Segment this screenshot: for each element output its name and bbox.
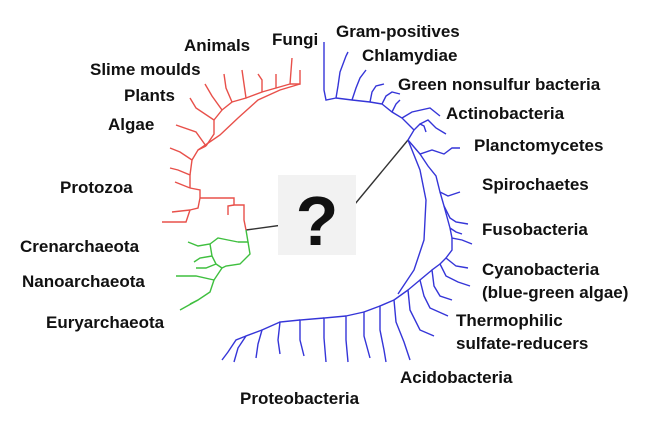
bac-branch-9 bbox=[419, 119, 447, 135]
bac-branch-12 bbox=[439, 191, 469, 225]
bacteria-labels: Gram-positives Chlamydiae Green nonsulfu… bbox=[240, 22, 628, 408]
bac-branch-17 bbox=[431, 263, 453, 301]
label-acidobacteria: Acidobacteria bbox=[400, 368, 513, 387]
arc-branch-8 bbox=[189, 299, 199, 305]
bac-branch-22 bbox=[363, 305, 381, 359]
label-plants: Plants bbox=[124, 86, 175, 105]
bac-branch-7 bbox=[391, 99, 401, 113]
euk-branch-3 bbox=[189, 197, 201, 211]
label-spirochaetes: Spirochaetes bbox=[482, 175, 589, 194]
label-gram-positives: Gram-positives bbox=[336, 22, 460, 41]
euk-branch-1 bbox=[227, 204, 235, 215]
euk-branch-7 bbox=[171, 209, 191, 213]
label-fungi: Fungi bbox=[272, 30, 318, 49]
question-box-bg bbox=[278, 175, 356, 255]
unknown-root-box: ? bbox=[278, 175, 356, 260]
label-sulfate-reducers: sulfate-reducers bbox=[456, 334, 588, 353]
euk-branch-17 bbox=[275, 57, 293, 89]
bac-branch-30 bbox=[397, 139, 427, 295]
arc-branch-0 bbox=[238, 229, 249, 243]
bac-branch-1 bbox=[335, 97, 415, 131]
bacteria-branches bbox=[221, 42, 473, 363]
arc-branch-7 bbox=[179, 279, 215, 311]
root-line-right bbox=[349, 139, 409, 211]
bac-branch-8 bbox=[401, 107, 441, 119]
label-cyanobacteria: Cyanobacteria bbox=[482, 260, 600, 279]
bac-branch-14 bbox=[449, 227, 463, 235]
label-nanoarchaeota: Nanoarchaeota bbox=[22, 272, 145, 291]
label-blue-green-algae: (blue-green algae) bbox=[482, 283, 628, 302]
bac-branch-18 bbox=[419, 269, 449, 317]
bac-branch-16 bbox=[439, 257, 471, 287]
label-chlamydiae: Chlamydiae bbox=[362, 46, 457, 65]
euk-branch-6 bbox=[169, 147, 193, 176]
eukaryota-branches bbox=[162, 57, 301, 231]
euk-branch-5 bbox=[169, 167, 191, 188]
euk-branch-10 bbox=[175, 124, 207, 147]
bac-branch-24 bbox=[323, 315, 347, 363]
label-algae: Algae bbox=[108, 115, 154, 134]
label-fusobacteria: Fusobacteria bbox=[482, 220, 588, 239]
label-planctomycetes: Planctomycetes bbox=[474, 136, 603, 155]
euk-branch-15 bbox=[245, 73, 263, 99]
euk-branch-19 bbox=[197, 83, 301, 151]
label-crenarchaeota: Crenarchaeota bbox=[20, 237, 140, 256]
euk-branch-16 bbox=[261, 74, 277, 93]
euk-branch-12 bbox=[204, 83, 223, 121]
bac-branch-19 bbox=[407, 279, 435, 337]
archaea-branches bbox=[176, 229, 251, 311]
bac-branch-10 bbox=[407, 139, 460, 155]
arc-branch-3 bbox=[209, 243, 223, 269]
euk-branch-0 bbox=[200, 197, 247, 231]
bac-branch-21 bbox=[379, 299, 395, 363]
euk-branch-9 bbox=[191, 145, 207, 161]
bac-branch-20 bbox=[393, 289, 411, 361]
bac-branch-25 bbox=[299, 317, 325, 357]
label-animals: Animals bbox=[184, 36, 250, 55]
label-slime-moulds: Slime moulds bbox=[90, 60, 201, 79]
arc-branch-2 bbox=[187, 237, 239, 247]
bac-branch-13 bbox=[443, 205, 473, 245]
bac-branch-23 bbox=[345, 311, 365, 363]
bac-branch-2 bbox=[323, 42, 337, 101]
bac-branch-11 bbox=[419, 153, 461, 197]
euk-branch-4 bbox=[174, 181, 191, 189]
bac-branch-28 bbox=[233, 329, 263, 363]
arc-branch-1 bbox=[221, 241, 251, 269]
bac-branch-4 bbox=[351, 69, 367, 101]
euk-branch-13 bbox=[221, 73, 233, 111]
euk-branch-8 bbox=[162, 209, 191, 223]
label-protozoa: Protozoa bbox=[60, 178, 133, 197]
bac-branch-15 bbox=[445, 238, 469, 269]
bac-branch-3 bbox=[335, 51, 349, 99]
bac-branch-6 bbox=[381, 91, 401, 105]
arc-branch-5 bbox=[193, 255, 213, 263]
euk-branch-14 bbox=[231, 69, 247, 103]
arc-branch-6 bbox=[176, 267, 223, 281]
label-euryarchaeota: Euryarchaeota bbox=[46, 313, 165, 332]
bac-branch-29 bbox=[221, 335, 247, 361]
bac-branch-26 bbox=[277, 319, 301, 355]
label-proteobacteria: Proteobacteria bbox=[240, 389, 360, 408]
archaea-labels: Crenarchaeota Nanoarchaeota Euryarchaeot… bbox=[20, 237, 165, 332]
question-mark: ? bbox=[296, 182, 339, 260]
arc-branch-4 bbox=[196, 263, 217, 269]
bac-branch-27 bbox=[255, 321, 281, 359]
eukaryota-labels: Fungi Animals Slime moulds Plants Algae … bbox=[60, 30, 318, 197]
label-actinobacteria: Actinobacteria bbox=[446, 104, 565, 123]
euk-branch-11 bbox=[189, 97, 215, 147]
euk-branch-2 bbox=[189, 187, 201, 198]
label-thermophilic: Thermophilic bbox=[456, 311, 563, 330]
bac-branch-5 bbox=[369, 83, 385, 103]
label-green-nonsulfur-bacteria: Green nonsulfur bacteria bbox=[398, 75, 601, 94]
